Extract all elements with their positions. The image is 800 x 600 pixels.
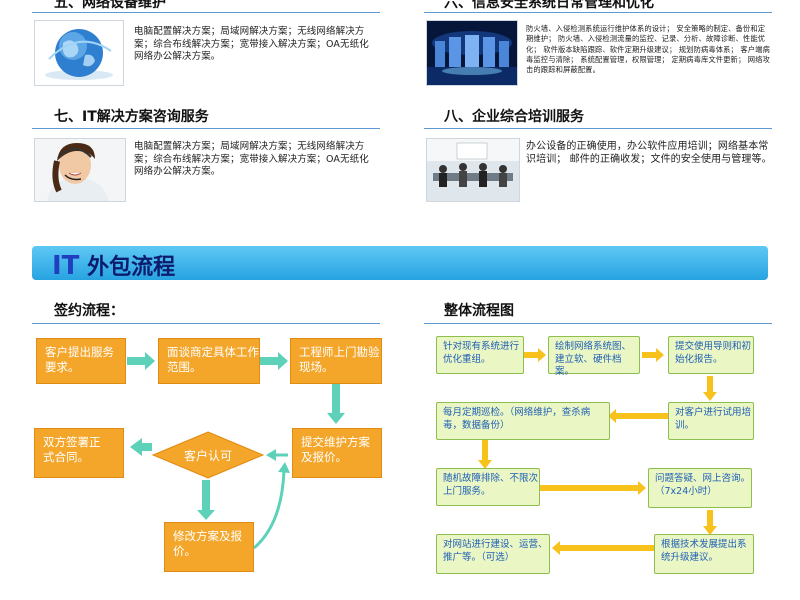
flow-step-9: 对网站进行建设、运营、推广等。（可选） xyxy=(436,534,550,574)
meeting-room-image xyxy=(426,138,520,202)
flow-step-8: 根据技术发展提出系统升级建议。 xyxy=(654,534,754,574)
section8-divider xyxy=(424,128,772,129)
banner-rest-text: 外包流程 xyxy=(87,255,176,280)
flow-step-2: 绘制网络系统图、建立软、硬件档案。 xyxy=(548,336,640,377)
banner-it-text: IT xyxy=(52,251,80,281)
section5-divider xyxy=(32,12,380,13)
flow-arrow-3-4 xyxy=(703,376,717,401)
section7-divider xyxy=(32,128,380,129)
globe-image xyxy=(34,20,124,86)
section5-description: 电脑配置解决方案；局域网解决方案；无线网络解决方案；综合布线解决方案；宽带接入解… xyxy=(134,26,369,62)
approve-label: 客户认可 xyxy=(184,449,233,463)
arrow-3-4 xyxy=(327,383,345,424)
flow-step-3: 提交使用导则和初始化报告。 xyxy=(668,336,754,374)
sign-step-2: 面谈商定具体工作范围。 xyxy=(158,338,260,384)
flow-arrow-4-5 xyxy=(608,409,668,423)
section5-title: 五、网络设备维护 xyxy=(54,0,166,11)
section6-divider xyxy=(424,12,772,13)
sign-step-4: 提交维护方案及报价。 xyxy=(292,428,382,478)
flow-arrow-8-9 xyxy=(552,541,656,555)
section6-description: 防火墙、入侵检测系统运行维护体系的设计； 安全策略的制定、备份和定期维护； 防火… xyxy=(526,24,770,75)
overall-flow-title: 整体流程图 xyxy=(444,303,514,319)
section6-title: 六、信息安全系统日常管理和优化 xyxy=(444,0,654,11)
arrow-approve-contract xyxy=(130,438,152,456)
flow-step-4: 对客户进行试用培训。 xyxy=(668,402,754,440)
arrow-2-3 xyxy=(260,352,288,370)
flow-arrow-6-7 xyxy=(540,481,646,495)
flow-arrow-5-6 xyxy=(478,440,492,469)
flow-arrow-1-2 xyxy=(524,348,546,362)
sign-step-5: 修改方案及报价。 xyxy=(164,522,254,572)
arrow-modify-proposal xyxy=(253,469,286,550)
flow-step-7: 问题答疑、网上咨询。（7x24小时） xyxy=(648,468,752,508)
sign-flow-title: 签约流程： xyxy=(54,303,124,319)
sign-step-1: 客户提出服务要求。 xyxy=(36,338,126,384)
arrow-approve-modify xyxy=(197,480,215,520)
overall-flow-divider xyxy=(424,323,772,324)
flow-arrow-7-8 xyxy=(703,510,717,535)
arrow-1-2 xyxy=(127,352,155,370)
flow-step-6: 随机故障排除、不限次上门服务。 xyxy=(436,468,540,506)
process-banner xyxy=(32,246,768,280)
section8-description: 办公设备的正确使用，办公软件应用培训；网络基本常识培训； 邮件的正确收发；文件的… xyxy=(526,141,772,165)
section8-title: 八、企业综合培训服务 xyxy=(444,109,584,125)
sign-flow-divider xyxy=(32,323,380,324)
flow-arrow-2-3 xyxy=(642,348,664,362)
section7-description: 电脑配置解决方案；局域网解决方案；无线网络解决方案；综合布线解决方案；宽带接入解… xyxy=(134,141,369,177)
flow-step-1: 针对现有系统进行优化重组。 xyxy=(436,336,524,374)
sign-step-3: 工程师上门勘验现场。 xyxy=(290,338,382,384)
section7-title: 七、IT解决方案咨询服务 xyxy=(54,109,209,125)
server-room-image xyxy=(426,20,518,86)
process-banner-title: IT 外包流程 xyxy=(52,249,175,281)
flow-step-5: 每月定期巡检。（网络维护，查杀病毒，数据备份） xyxy=(436,402,610,440)
headset-woman-image xyxy=(34,138,126,202)
approve-diamond xyxy=(151,431,265,479)
sign-step-6: 双方签署正式合同。 xyxy=(34,428,124,478)
